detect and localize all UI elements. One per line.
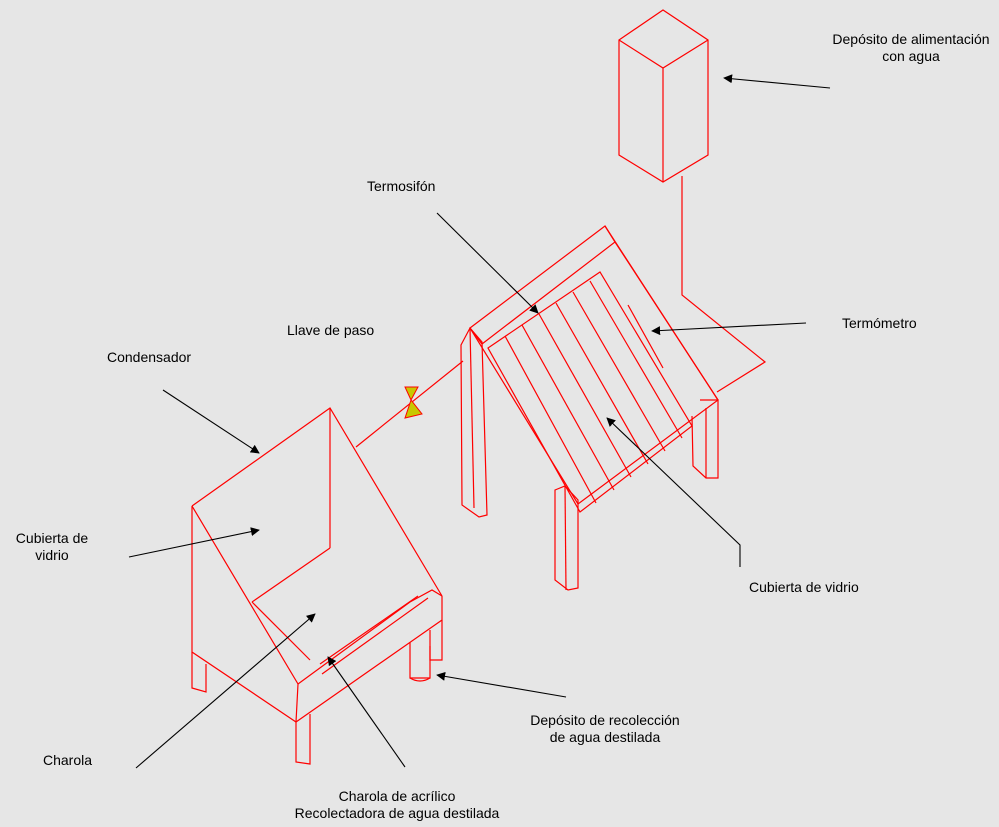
label-charola-acrilico: Charola de acrílico Recolectadora de agu…: [272, 788, 522, 822]
label-deposito-recoleccion: Depósito de recolección de agua destilad…: [500, 712, 710, 746]
label-charola: Charola: [43, 752, 93, 768]
label-cubierta-vidrio-right: Cubierta de vidrio: [749, 579, 859, 595]
label-cubierta-vidrio-left-line1: Cubierta de: [15, 530, 89, 546]
label-deposito-alimentacion-line2: con agua: [882, 48, 940, 64]
label-cubierta-vidrio-left: Cubierta de vidrio: [8, 530, 96, 564]
annotation-arrows: [128, 74, 831, 769]
label-charola-acrilico-line2: Recolectadora de agua destilada: [294, 805, 500, 821]
supply-pipe: [681, 176, 767, 393]
label-cubierta-vidrio-left-line2: vidrio: [35, 547, 69, 563]
label-deposito-alimentacion-line1: Depósito de alimentación: [832, 31, 990, 47]
label-termometro: Termómetro: [842, 315, 917, 331]
label-charola-acrilico-line1: Charola de acrílico: [338, 788, 456, 804]
label-deposito-recoleccion-line2: de agua destilada: [549, 729, 661, 745]
thermosyphon-collector: [460, 225, 719, 591]
valve-llave-de-paso: [404, 386, 423, 419]
label-condensador: Condensador: [107, 349, 192, 365]
label-llave-de-paso: Llave de paso: [287, 322, 375, 338]
label-deposito-alimentacion: Depósito de alimentación con agua: [803, 31, 999, 65]
label-deposito-recoleccion-line1: Depósito de recolección: [530, 712, 680, 728]
label-termosifon: Termosifón: [367, 178, 436, 194]
feed-water-tank: [618, 9, 709, 183]
condenser-still: [191, 407, 443, 765]
